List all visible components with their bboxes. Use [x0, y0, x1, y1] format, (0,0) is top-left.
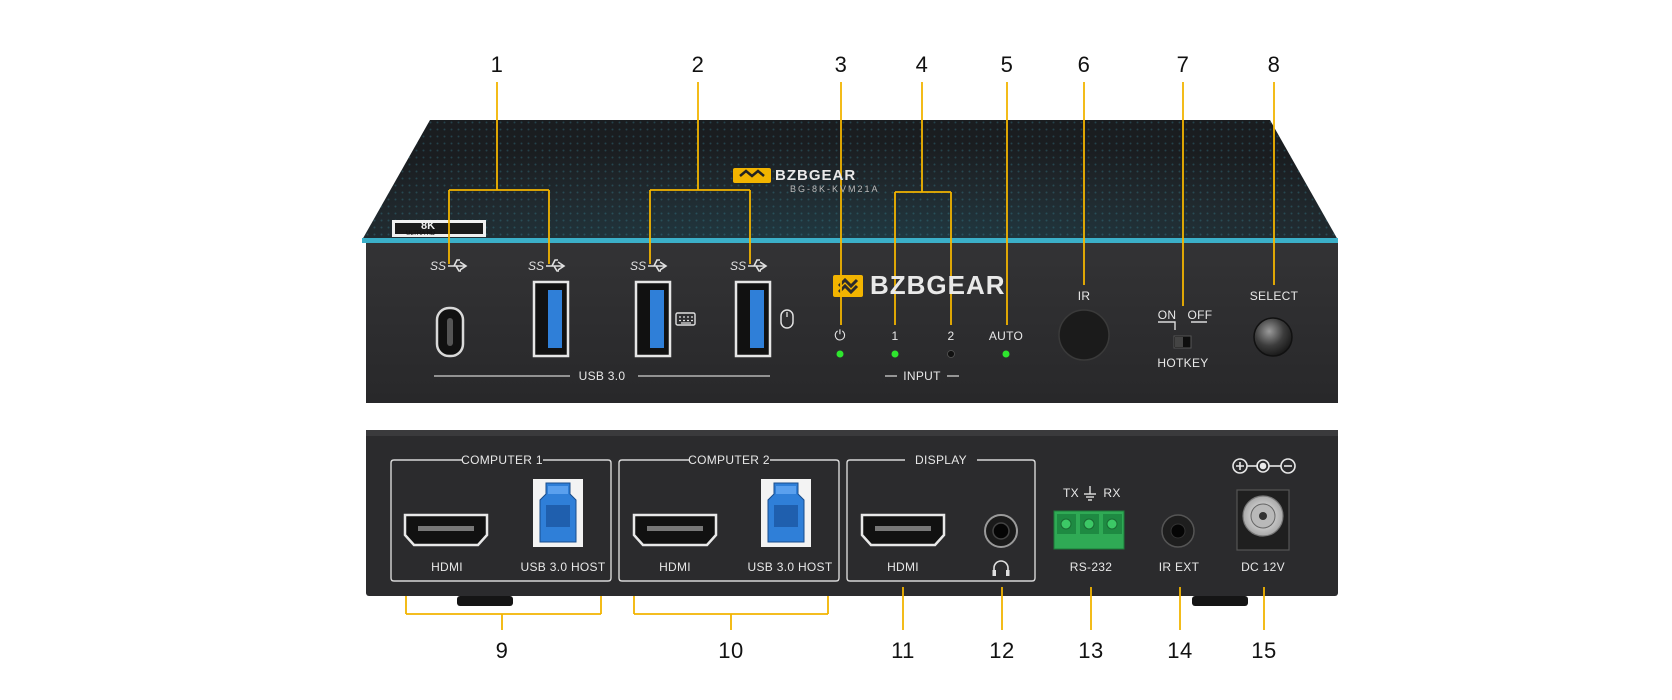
- callout-6: 6: [1077, 52, 1091, 77]
- brand-logo-icon: [833, 275, 863, 297]
- usb-host-label-computer1: USB 3.0 HOST: [520, 560, 606, 574]
- rs232-rx-label: RX: [1103, 486, 1121, 500]
- input-group-label: INPUT: [903, 369, 941, 383]
- headphone-icon: [992, 560, 1010, 576]
- hotkey-switch: [1158, 321, 1207, 349]
- hdmi-label-display: HDMI: [887, 560, 919, 574]
- computer2-title: COMPUTER 2: [688, 453, 770, 467]
- ir-ext-jack: [1161, 514, 1195, 548]
- callout-4: 4: [915, 52, 929, 77]
- front-face: [366, 243, 1338, 403]
- rs232-label: RS-232: [1069, 560, 1113, 574]
- polarity-icon: [1232, 458, 1296, 474]
- usb-b-port-computer2: [761, 479, 811, 547]
- hdmi-port-display: [860, 513, 946, 547]
- brand-front: BZBGEAR: [870, 270, 1006, 301]
- hdmi-label-computer1: HDMI: [431, 560, 463, 574]
- dc-power-jack: [1236, 489, 1290, 551]
- ir-label: IR: [1077, 289, 1091, 303]
- rs232-tx-label: TX: [1063, 486, 1079, 500]
- hdmi-port-computer1: [403, 513, 489, 547]
- ground-icon: [1084, 486, 1096, 501]
- callout-line-4: [894, 82, 952, 325]
- callout-13: 13: [1078, 638, 1104, 663]
- model-number: BG-8K-KVM21A: [790, 184, 880, 194]
- usb-host-label-computer2: USB 3.0 HOST: [747, 560, 833, 574]
- input-1-label: 1: [891, 329, 899, 343]
- computer2-box: [618, 459, 840, 582]
- display-title: DISPLAY: [915, 453, 967, 467]
- select-button: [1253, 317, 1293, 357]
- usb-a-port-keyboard: [634, 280, 672, 358]
- select-label: SELECT: [1249, 289, 1299, 303]
- accent-stripe: [362, 238, 1338, 243]
- ir-ext-label: IR EXT: [1158, 560, 1200, 574]
- brand-front-text: BZBGEAR: [870, 270, 1006, 300]
- callout-8: 8: [1267, 52, 1281, 77]
- badge-8k-text: 8K: [421, 220, 436, 232]
- power-led: [836, 350, 844, 358]
- callout-3: 3: [834, 52, 848, 77]
- power-icon: ⏻: [834, 327, 846, 343]
- hdmi-label-computer2: HDMI: [659, 560, 691, 574]
- keyboard-icon: [675, 312, 696, 326]
- usb-b-port-computer1: [533, 479, 583, 547]
- audio-out-jack: [984, 514, 1018, 548]
- computer1-title: COMPUTER 1: [461, 453, 543, 467]
- mouse-icon: [780, 309, 794, 329]
- hotkey-on-label: ON: [1157, 308, 1177, 322]
- auto-label: AUTO: [988, 329, 1024, 343]
- svg-text:SS: SS: [430, 259, 446, 273]
- computer1-box: [390, 459, 612, 582]
- svg-text:SS: SS: [528, 259, 544, 273]
- callout-15: 15: [1251, 638, 1277, 663]
- callout-10: 10: [718, 638, 744, 663]
- rear-panel: [366, 430, 1338, 596]
- brand-top: BZBGEAR: [775, 167, 856, 184]
- svg-text:SS: SS: [630, 259, 646, 273]
- input-2-label: 2: [947, 329, 955, 343]
- callout-line-2: [649, 82, 751, 264]
- svg-text:SS: SS: [730, 259, 746, 273]
- callout-lines: [405, 82, 1275, 630]
- auto-led: [1002, 350, 1010, 358]
- callout-9: 9: [495, 638, 509, 663]
- callout-11: 11: [891, 638, 915, 663]
- callout-line-9: [405, 596, 602, 630]
- callout-2: 2: [691, 52, 705, 77]
- hdmi-port-computer2: [632, 513, 718, 547]
- callout-12: 12: [989, 638, 1015, 663]
- usb-a-port-1: [532, 280, 570, 358]
- callout-line-1: [448, 82, 550, 264]
- usb-group-label: USB 3.0: [578, 369, 626, 383]
- ss-usb-icon-row: SS SS SS SS: [430, 259, 768, 273]
- ir-receiver-window: [1058, 309, 1110, 361]
- rs232-terminal-block: [1053, 510, 1125, 550]
- badge-sub-text: ULTRA HD: [406, 231, 436, 237]
- 8k-badge: [392, 220, 486, 237]
- callout-14: 14: [1167, 638, 1193, 663]
- callout-7: 7: [1176, 52, 1190, 77]
- callout-5: 5: [1000, 52, 1014, 77]
- brand-top-text: BZBGEAR: [775, 167, 857, 184]
- input-2-led: [947, 350, 955, 358]
- dc-label: DC 12V: [1241, 560, 1285, 574]
- callout-1: 1: [490, 52, 504, 77]
- callout-line-10: [633, 596, 829, 630]
- input-1-led: [891, 350, 899, 358]
- display-box: [846, 459, 1036, 582]
- hotkey-off-label: OFF: [1187, 308, 1213, 322]
- brand-logo-top-icon: [733, 168, 771, 183]
- usb-a-port-mouse: [734, 280, 772, 358]
- hotkey-label: HOTKEY: [1157, 356, 1209, 370]
